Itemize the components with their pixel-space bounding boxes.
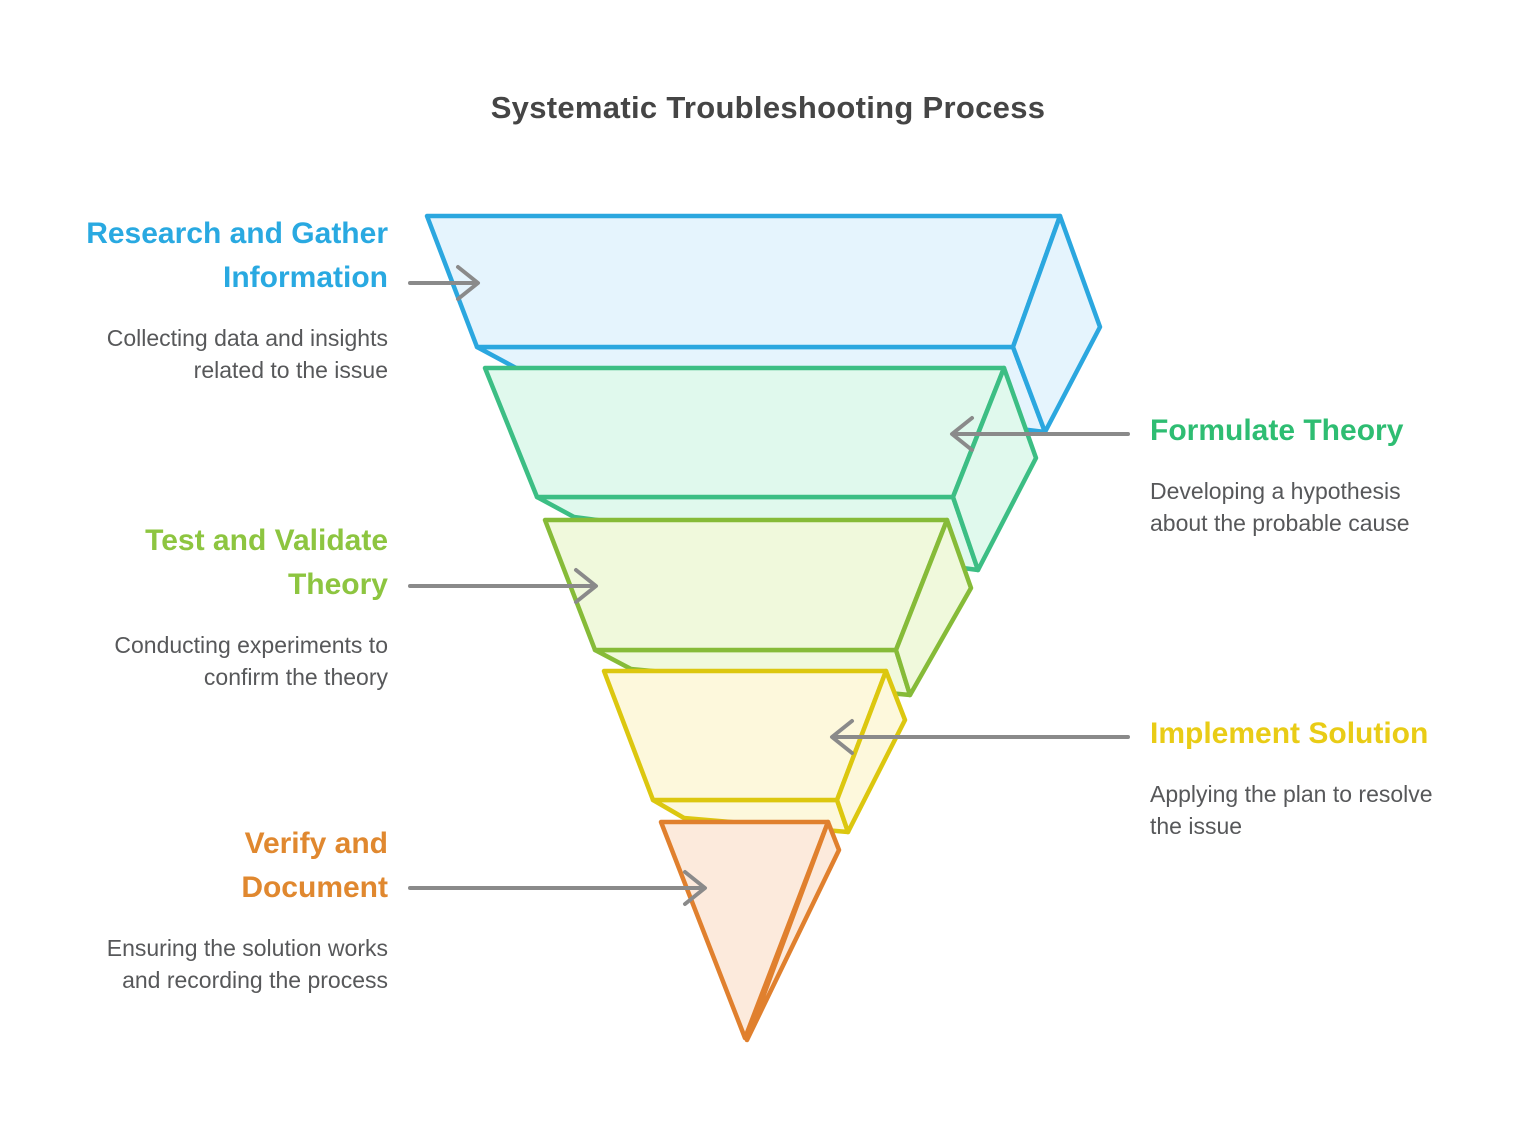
stage-label-implement: Implement Solution Applying the plan to … <box>1150 712 1520 842</box>
stage-description-line: Developing a hypothesis <box>1150 478 1401 504</box>
connector-arrow-implement <box>830 719 1130 755</box>
stage-description-line: related to the issue <box>193 357 388 383</box>
stage-heading: Test and Validate Theory <box>40 519 388 607</box>
stage-description-line: Applying the plan to resolve <box>1150 781 1433 807</box>
stage-heading-line: Theory <box>287 568 388 601</box>
arrowhead-right-icon <box>456 265 480 301</box>
stage-heading-line: Document <box>241 871 388 904</box>
stage-heading-line: Formulate Theory <box>1150 414 1404 447</box>
arrowhead-right-icon <box>683 870 707 906</box>
stage-heading-line: Test and Validate <box>145 524 388 557</box>
funnel-stage-2-side-face <box>950 365 1039 573</box>
stage-description-line: the issue <box>1150 813 1243 839</box>
funnel-stage-4-side-face <box>834 668 908 835</box>
stage-heading-line: Implement Solution <box>1150 717 1429 750</box>
stage-heading-line: Verify and <box>244 827 388 860</box>
diagram-title: Systematic Troubleshooting Process <box>490 90 1046 125</box>
stage-description-line: Ensuring the solution works <box>106 935 388 961</box>
stage-description-line: about the probable cause <box>1150 510 1410 536</box>
stage-description: Ensuring the solution works and recordin… <box>40 932 388 996</box>
connector-arrow-formulate <box>950 416 1130 452</box>
funnel-stage-3-side-face <box>893 517 974 698</box>
stage-heading-line: Research and Gather <box>86 217 388 250</box>
stage-description-line: Conducting experiments to <box>114 632 388 658</box>
stage-heading: Implement Solution <box>1150 712 1520 756</box>
arrowhead-left-icon <box>830 719 854 755</box>
stage-description: Conducting experiments to confirm the th… <box>40 629 388 693</box>
stage-label-formulate: Formulate Theory Developing a hypothesis… <box>1150 409 1520 539</box>
stage-description-line: confirm the theory <box>203 664 388 690</box>
stage-heading-line: Information <box>223 261 388 294</box>
arrowhead-left-icon <box>950 416 974 452</box>
stage-heading: Verify and Document <box>40 822 388 910</box>
stage-description-line: and recording the process <box>122 967 388 993</box>
funnel-stage-2-front-face <box>482 365 1007 500</box>
connector-arrow-verify <box>408 870 707 906</box>
stage-label-research: Research and Gather Information Collecti… <box>40 212 388 386</box>
stage-label-test: Test and Validate Theory Conducting expe… <box>40 519 388 693</box>
stage-description: Applying the plan to resolve the issue <box>1150 778 1520 842</box>
stage-description: Developing a hypothesis about the probab… <box>1150 475 1520 539</box>
connector-arrow-test <box>408 568 598 604</box>
stage-description: Collecting data and insights related to … <box>40 322 388 386</box>
funnel-stage-5-side-face <box>744 819 842 1043</box>
funnel-stage-1-front-face <box>424 213 1063 350</box>
funnel-stage-5-front-face <box>658 819 831 1041</box>
stage-heading: Formulate Theory <box>1150 409 1520 453</box>
funnel-stage-3-front-face <box>542 517 950 653</box>
stage-description-line: Collecting data and insights <box>106 325 388 351</box>
connector-arrow-research <box>408 265 480 301</box>
stage-label-verify: Verify and Document Ensuring the solutio… <box>40 822 388 996</box>
arrowhead-right-icon <box>574 568 598 604</box>
stage-heading: Research and Gather Information <box>40 212 388 300</box>
